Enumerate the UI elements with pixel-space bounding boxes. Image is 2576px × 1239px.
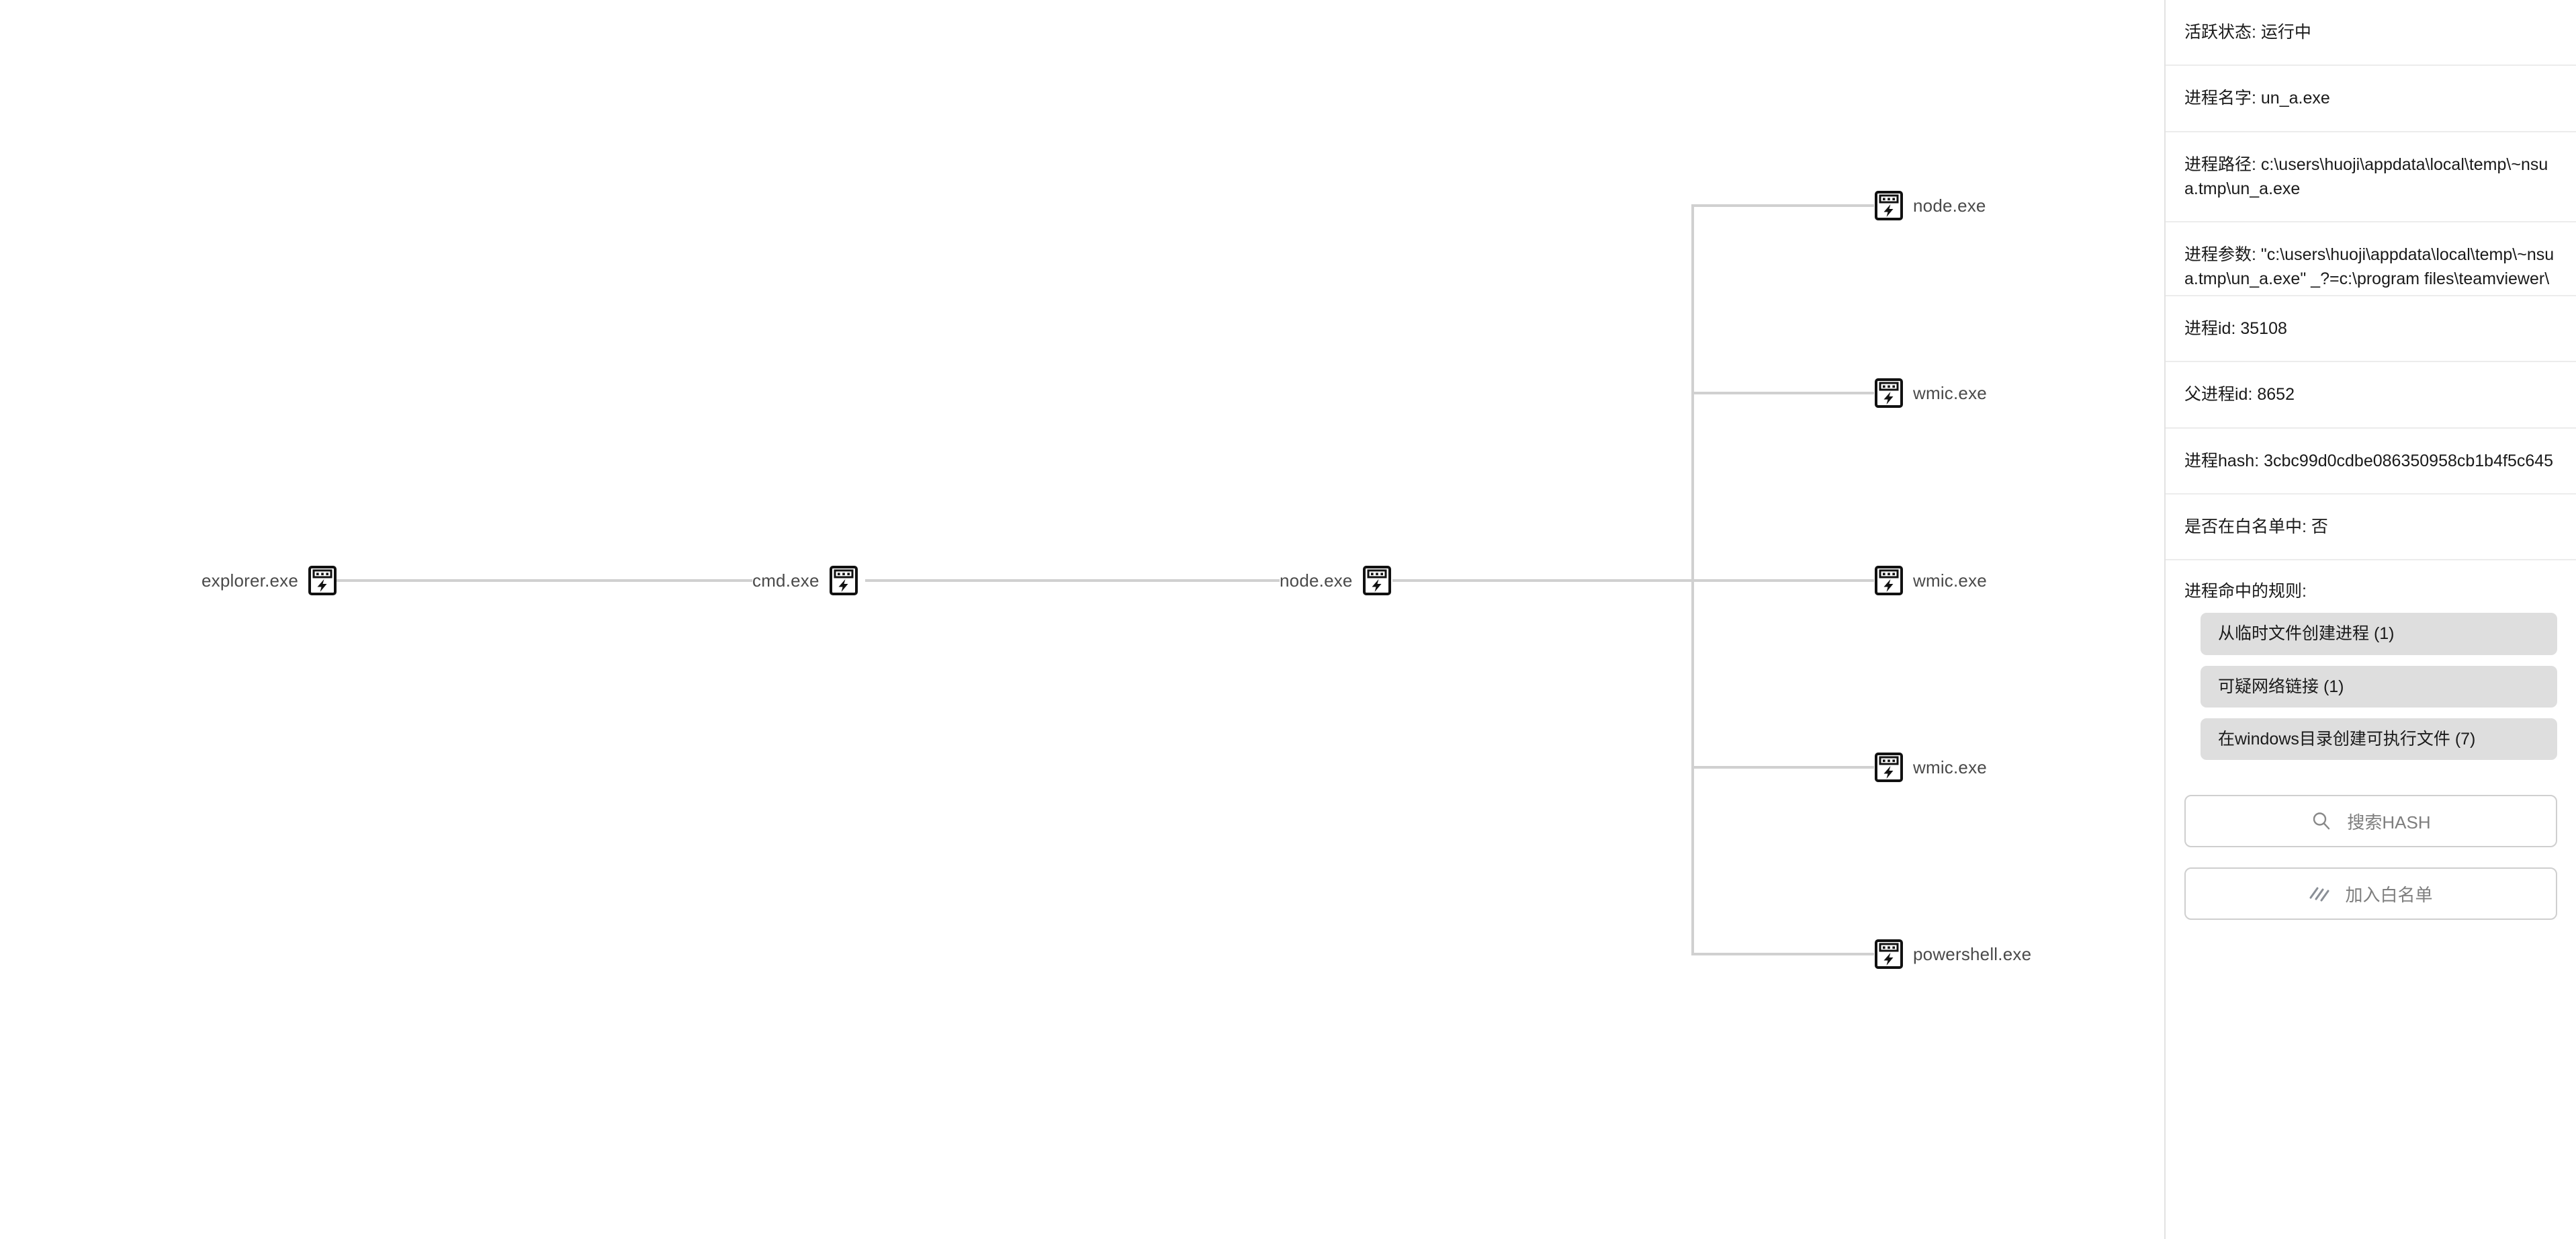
detail-row-process-args: 进程参数: "c:\users\huoji\appdata\local\temp…	[2166, 222, 2576, 296]
add-to-whitelist-label: 加入白名单	[2345, 884, 2433, 905]
process-node-label: wmic.exe	[1913, 757, 1987, 777]
edge-branch-to-wmic-3	[1691, 766, 1874, 769]
detail-row-process-id: 进程id: 35108	[2166, 296, 2576, 363]
edge-explorer-to-cmd	[314, 579, 752, 582]
detail-row-process-name: 进程名字: un_a.exe	[2166, 66, 2576, 132]
add-to-whitelist-button[interactable]: 加入白名单	[2184, 867, 2557, 920]
process-node-explorer[interactable]: explorer.exe	[202, 565, 337, 596]
process-node-wmic-3[interactable]: wmic.exe	[1874, 752, 1987, 783]
process-node-wmic-2[interactable]: wmic.exe	[1874, 565, 1987, 596]
detail-key: 进程名字:	[2184, 89, 2261, 108]
process-detail-panel: 活跃状态: 运行中 进程名字: un_a.exe 进程路径: c:\users\…	[2164, 0, 2576, 1239]
process-node-label: node.exe	[1280, 570, 1353, 591]
detail-value: "c:\users\huoji\appdata\local\temp\~nsua…	[2184, 245, 2555, 289]
rule-badge[interactable]: 在windows目录创建可执行文件 (7)	[2201, 718, 2557, 760]
detail-row-parent-process-id: 父进程id: 8652	[2166, 362, 2576, 429]
process-node-label: powershell.exe	[1913, 943, 2032, 964]
detail-key: 进程参数:	[2184, 245, 2261, 264]
process-terminal-icon	[1874, 752, 1904, 783]
detail-key: 进程路径:	[2184, 155, 2261, 174]
detail-key: 进程id:	[2184, 319, 2241, 338]
detail-row-process-hash: 进程hash: 3cbc99d0cdbe086350958cb1b4f5c645	[2166, 429, 2576, 495]
detail-row-active-status: 活跃状态: 运行中	[2166, 0, 2576, 67]
process-node-cmd[interactable]: cmd.exe	[752, 565, 858, 596]
search-hash-button[interactable]: 搜索HASH	[2184, 795, 2557, 847]
detail-key: 父进程id:	[2184, 385, 2258, 404]
edge-branch-to-powershell	[1691, 953, 1874, 955]
matched-rules-section: 进程命中的规则: 从临时文件创建进程 (1) 可疑网络链接 (1) 在windo…	[2166, 560, 2576, 777]
rule-badge[interactable]: 从临时文件创建进程 (1)	[2201, 613, 2557, 655]
process-node-powershell[interactable]: powershell.exe	[1874, 939, 2031, 970]
process-node-node-parent[interactable]: node.exe	[1280, 565, 1392, 596]
process-node-label: cmd.exe	[752, 570, 819, 591]
process-node-label: wmic.exe	[1913, 382, 1987, 403]
process-terminal-icon	[308, 565, 337, 596]
process-node-label: wmic.exe	[1913, 570, 1987, 591]
detail-key: 进程hash:	[2184, 451, 2264, 470]
detail-value: un_a.exe	[2260, 89, 2330, 108]
process-terminal-icon	[1874, 565, 1904, 596]
detail-value: 8652	[2257, 385, 2295, 404]
process-node-label: node.exe	[1913, 195, 1986, 216]
edge-branch-to-wmic-2	[1691, 579, 1874, 582]
process-terminal-icon	[1874, 378, 1904, 409]
detail-row-process-path: 进程路径: c:\users\huoji\appdata\local\temp\…	[2166, 132, 2576, 222]
process-node-label: explorer.exe	[202, 570, 299, 591]
detail-value: 35108	[2240, 319, 2287, 338]
matched-rules-title: 进程命中的规则:	[2184, 582, 2307, 601]
process-terminal-icon	[1874, 939, 1904, 970]
process-tree-canvas: explorer.exe cmd.exe	[202, 190, 2031, 970]
hatch-stripes-icon	[2309, 883, 2330, 904]
detail-value: 否	[2311, 517, 2328, 536]
detail-value: 运行中	[2260, 23, 2311, 42]
process-terminal-icon	[1874, 190, 1904, 221]
detail-value: 3cbc99d0cdbe086350958cb1b4f5c645	[2264, 451, 2554, 470]
edge-branch-to-node-child	[1691, 204, 1874, 207]
search-icon	[2311, 810, 2332, 832]
process-terminal-icon	[1362, 565, 1392, 596]
search-hash-label: 搜索HASH	[2347, 812, 2431, 832]
detail-value: c:\users\huoji\appdata\local\temp\~nsua.…	[2184, 155, 2548, 198]
edge-cmd-to-node	[865, 579, 1280, 582]
edge-branch-to-wmic-1	[1691, 392, 1874, 394]
detail-row-whitelisted: 是否在白名单中: 否	[2166, 495, 2576, 560]
process-node-node-child[interactable]: node.exe	[1874, 190, 1986, 221]
detail-key: 活跃状态:	[2184, 23, 2261, 42]
rule-badge[interactable]: 可疑网络链接 (1)	[2201, 665, 2557, 708]
detail-key: 是否在白名单中:	[2184, 517, 2311, 536]
process-terminal-icon	[829, 565, 858, 596]
edge-node-to-branch	[1392, 579, 1694, 582]
process-node-wmic-1[interactable]: wmic.exe	[1874, 378, 1987, 409]
